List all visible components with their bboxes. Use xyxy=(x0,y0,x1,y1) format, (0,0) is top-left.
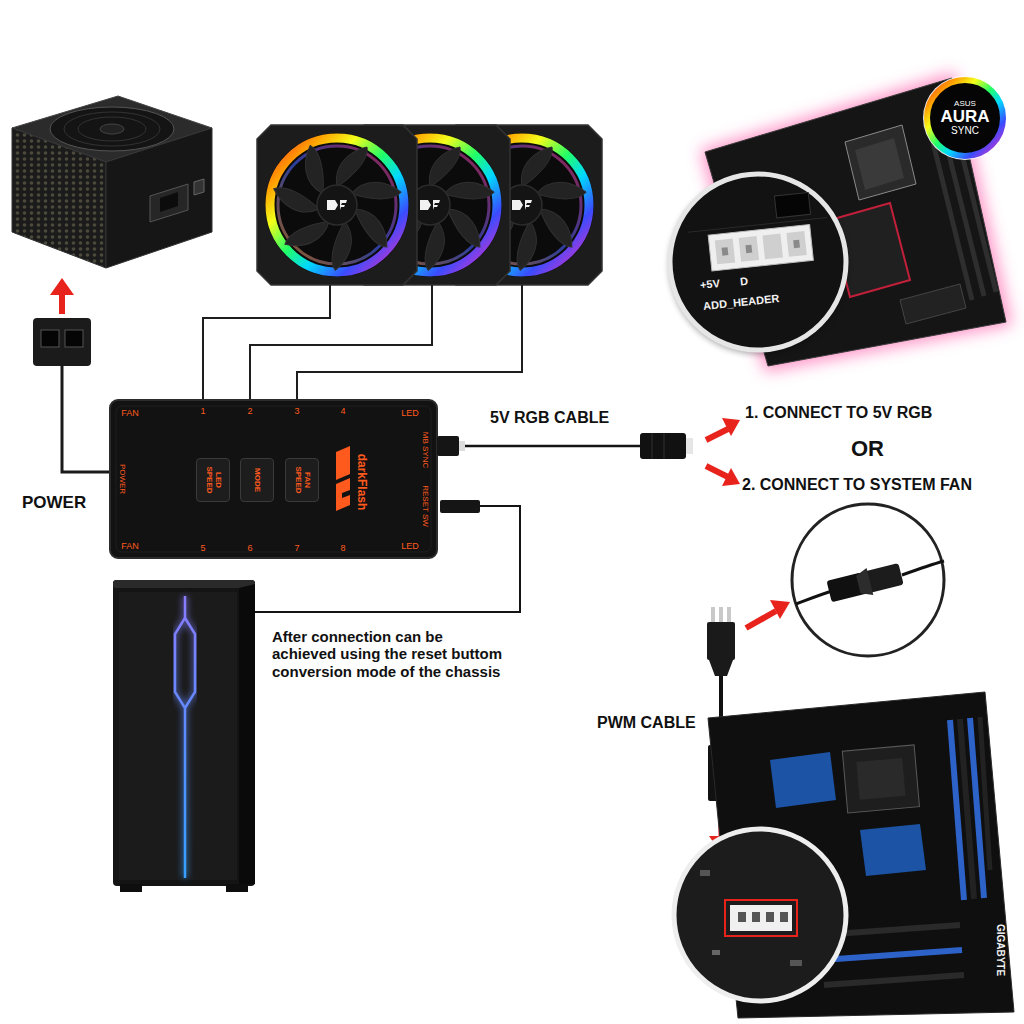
fan-header-closeup xyxy=(674,829,846,1001)
cable-label: PWM CABLE xyxy=(597,714,696,732)
header-name: ADD_HEADER xyxy=(703,292,780,313)
control-button: FAN SPEED xyxy=(285,458,319,502)
red-arrow xyxy=(746,600,790,628)
note-text: After connection can be achieved using t… xyxy=(272,628,508,680)
power-label: POWER xyxy=(22,493,86,513)
port-number: 4 xyxy=(340,407,345,416)
pin-name: D xyxy=(739,275,748,288)
brand-name: SYNC xyxy=(951,126,979,137)
option-separator: OR xyxy=(851,436,884,461)
port-number: 6 xyxy=(247,544,252,553)
port-number: 1 xyxy=(200,407,205,416)
port-number: 7 xyxy=(294,544,299,553)
option-label: 1. CONNECT TO 5V RGB xyxy=(745,404,932,422)
pin-name: +5V xyxy=(699,277,720,292)
button-label: MODE xyxy=(253,461,262,499)
button-label: LED SPEED xyxy=(204,461,222,499)
header-closeup xyxy=(669,174,847,354)
port-group-label: LED xyxy=(401,542,419,551)
port-group-label: LED xyxy=(401,409,419,418)
port-group-label: FAN xyxy=(121,542,139,551)
brand-name: AURA xyxy=(940,108,989,126)
controller-hub: FAN1234LEDPOWERMB SYNCRESET SWdarkFlashF… xyxy=(110,400,437,558)
power-connector xyxy=(33,318,110,472)
connector-label: MB SYNC xyxy=(421,432,429,468)
aura-sync-badge: ASUSAURASYNC xyxy=(920,73,1010,163)
port-number: 5 xyxy=(200,544,205,553)
control-button: MODE xyxy=(240,458,274,502)
pc-case xyxy=(113,580,255,892)
red-arrow xyxy=(706,418,740,486)
brand-name: GIGABYTE xyxy=(994,924,1006,976)
port-number: 2 xyxy=(247,407,252,416)
option-label: 2. CONNECT TO SYSTEM FAN xyxy=(742,476,972,494)
fan-wires xyxy=(203,285,522,400)
brand-name: darkFlash xyxy=(356,454,368,511)
connector-label: RESET SW xyxy=(421,485,429,527)
button-label: FAN SPEED xyxy=(293,461,311,499)
red-arrow xyxy=(50,278,74,314)
port-number: 8 xyxy=(340,544,345,553)
connector-label: POWER xyxy=(118,464,126,494)
brand-name: ASUS xyxy=(954,100,976,108)
cable-label: 5V RGB CABLE xyxy=(490,409,609,427)
control-button: LED SPEED xyxy=(196,458,230,502)
port-number: 3 xyxy=(294,407,299,416)
connector-closeup xyxy=(792,504,944,656)
controller-body xyxy=(110,400,693,612)
power-supply xyxy=(12,96,212,268)
rgb-fans xyxy=(257,125,602,285)
port-group-label: FAN xyxy=(121,409,139,418)
